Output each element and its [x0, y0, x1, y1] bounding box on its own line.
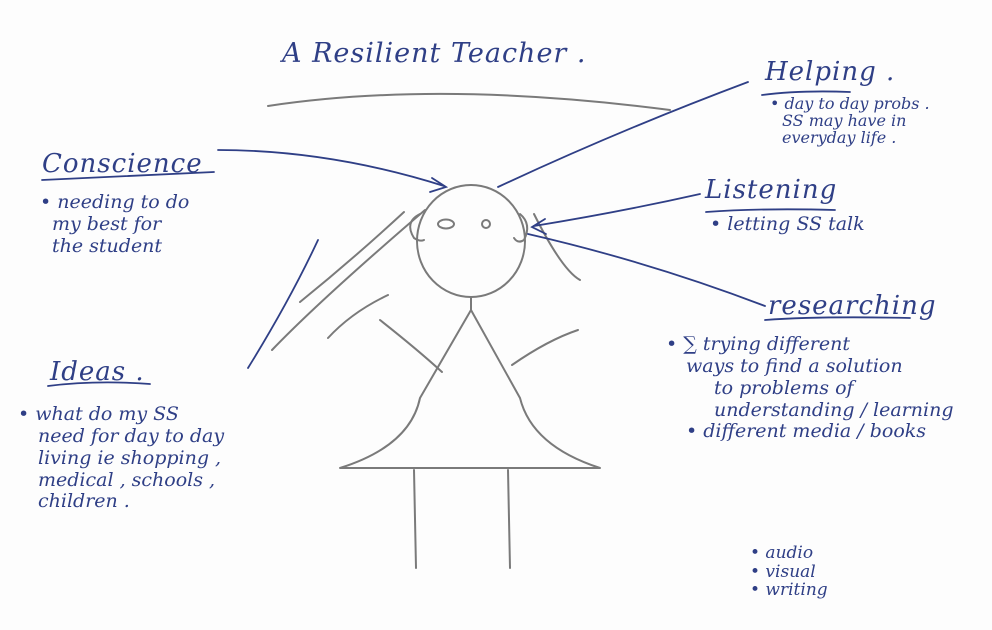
teacher-right-ear [513, 213, 529, 243]
ideas-underline [47, 381, 151, 387]
researching-note-line: • ∑ trying different [666, 333, 850, 355]
media-item: • writing [750, 580, 828, 601]
ideas-heading: Ideas . [50, 357, 145, 387]
ideas-notes: • what do my SS need for day to day livi… [18, 403, 225, 513]
helping-note-line: • day to day probs . [770, 94, 930, 113]
researching-media-list: • audio • visual • writing [750, 544, 828, 600]
helping-heading: Helping . [765, 57, 896, 87]
listening-arrowhead [530, 218, 547, 235]
ideas-note-line: need for day to day [38, 424, 225, 447]
helping-notes: • day to day probs . SS may have in ever… [770, 94, 930, 147]
ideas-line [247, 239, 319, 369]
conscience-note-line: • needing to do [40, 191, 190, 213]
teacher-right-leg [507, 469, 511, 569]
researching-note-line: • different media / books [686, 420, 927, 443]
teacher-hair-right [533, 213, 581, 281]
teacher-left-side-line [327, 294, 389, 339]
ideas-note-line: medical , schools , [38, 468, 216, 491]
conscience-arrow [217, 149, 445, 187]
teacher-hair-left-long [271, 209, 426, 351]
ideas-note-line: • what do my SS [18, 403, 179, 425]
conscience-note-line: the student [52, 234, 163, 257]
researching-heading: researching [768, 291, 937, 321]
media-item: • visual [750, 561, 816, 582]
helping-note-line: everyday life . [782, 127, 897, 147]
helping-line [497, 81, 749, 188]
listening-arrow [533, 193, 701, 227]
teacher-left-arm [379, 319, 443, 373]
researching-notes: • ∑ trying different ways to find a solu… [666, 333, 954, 443]
teacher-right-eye [481, 219, 491, 229]
diagram-title: A Resilient Teacher . [282, 38, 587, 69]
helping-underline [761, 90, 851, 96]
listening-notes: • letting SS talk [710, 213, 865, 236]
conscience-heading: Conscience [42, 149, 203, 179]
listening-underline [705, 208, 836, 213]
teacher-left-leg [413, 469, 417, 569]
listening-note-line: • letting SS talk [710, 213, 865, 235]
conscience-note-line: my best for [52, 212, 162, 235]
researching-note-line: to problems of [714, 376, 854, 399]
teacher-head [416, 184, 526, 298]
teacher-left-eye [437, 218, 455, 230]
teacher-right-arm [511, 329, 579, 366]
helping-note-line: SS may have in [782, 110, 907, 130]
media-item: • audio [750, 543, 814, 563]
teacher-hair-left [299, 211, 405, 303]
teacher-dress [339, 309, 601, 469]
researching-note-line: understanding / learning [714, 398, 954, 421]
connectors [41, 81, 911, 387]
conscience-underline [41, 171, 215, 181]
researching-underline [764, 316, 911, 321]
ideas-note-line: living ie shopping , [38, 446, 222, 469]
teacher-figure [271, 184, 601, 569]
conscience-notes: • needing to do my best for the student [40, 191, 190, 258]
title-arc [267, 92, 671, 111]
conscience-arrowhead [429, 177, 449, 193]
ideas-note-line: children . [38, 490, 130, 513]
researching-line [527, 233, 766, 307]
researching-note-line: ways to find a solution [686, 354, 903, 377]
listening-heading: Listening [705, 175, 838, 205]
